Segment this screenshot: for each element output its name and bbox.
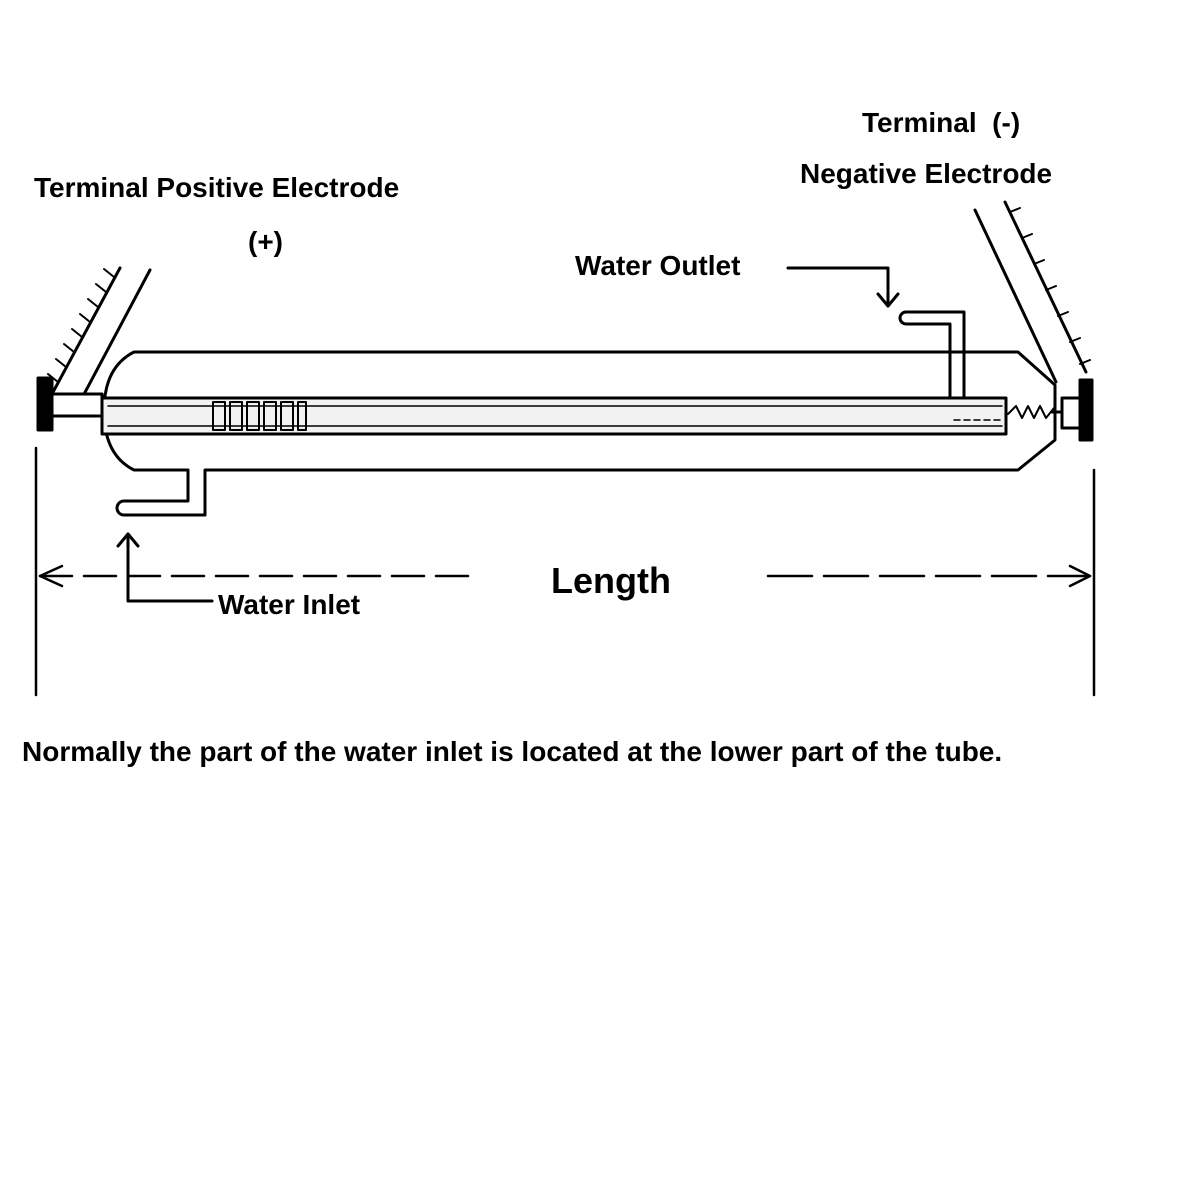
- inner-bore: [100, 396, 1008, 436]
- water-outlet-label: Water Outlet: [575, 250, 741, 281]
- footnote: Normally the part of the water inlet is …: [22, 736, 1003, 767]
- positive-wall-mount: [47, 266, 152, 400]
- water-outlet-pipe: [898, 310, 966, 400]
- water-inlet-label: Water Inlet: [218, 589, 361, 620]
- positive-sign-label: (+): [248, 226, 283, 257]
- negative-end-cap: [1050, 378, 1094, 442]
- length-dimension: [34, 446, 1096, 697]
- gas-reservoir-coils: [212, 401, 307, 431]
- negative-wall-mount: [973, 200, 1091, 384]
- positive-terminal-label: Terminal Positive Electrode: [34, 172, 400, 203]
- water-outlet-arrow: [786, 266, 900, 308]
- negative-electrode-spring: [1007, 405, 1055, 419]
- outer-jacket: [102, 350, 1057, 517]
- negative-terminal-label: Terminal (-): [862, 107, 1021, 138]
- water-inlet-arrow: [116, 532, 214, 603]
- positive-end-cap: [36, 376, 104, 432]
- length-label: Length: [551, 560, 671, 601]
- negative-electrode-label: Negative Electrode: [800, 158, 1053, 189]
